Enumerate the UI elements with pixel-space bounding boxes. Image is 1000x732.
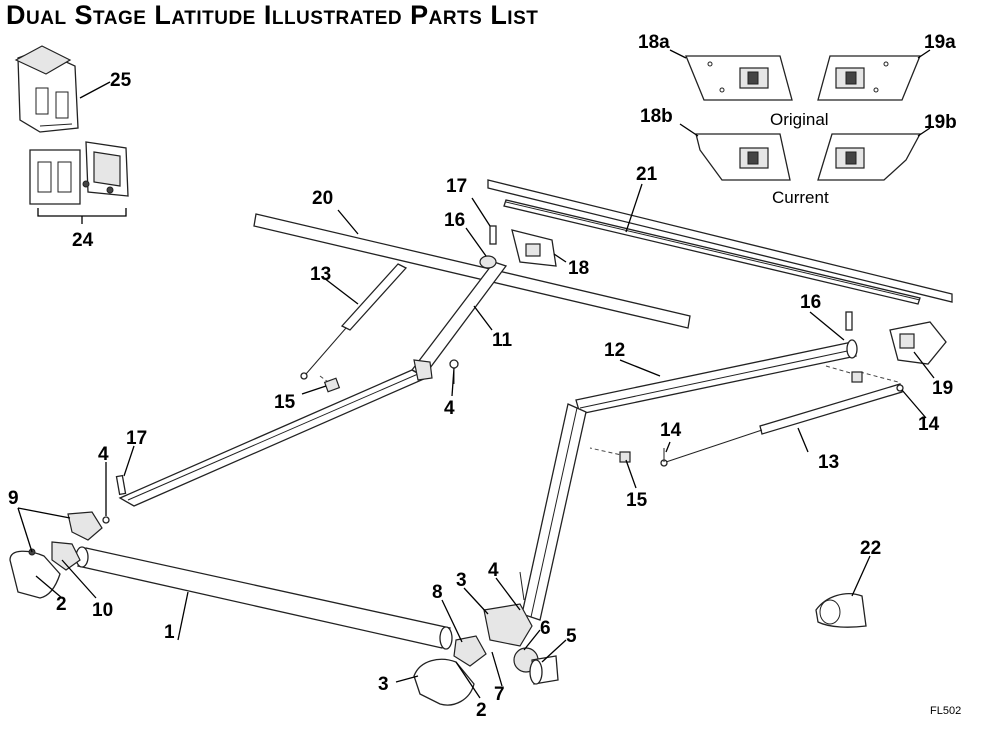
- leader-19a: [917, 49, 931, 59]
- switch-plate-24: [29, 141, 129, 224]
- switch-plate-cover-25: [14, 45, 79, 133]
- dash-line: [859, 371, 899, 383]
- callout-5: 5: [566, 626, 577, 647]
- bracket-19a-original: [817, 55, 921, 101]
- callout-2-bottom: 2: [476, 700, 487, 721]
- figure-code: FL502: [930, 705, 961, 717]
- callout-19b: 19b: [924, 112, 957, 133]
- callout-14-right: 14: [918, 414, 940, 435]
- callout-labels: 18a 19a 18b 19b 25 24 20 17 16 21 18 13 …: [8, 32, 957, 721]
- callout-4-upper: 4: [444, 398, 455, 419]
- bracket-19b-current: [817, 133, 922, 181]
- callout-16-top: 16: [444, 210, 465, 231]
- callout-24: 24: [72, 230, 94, 251]
- callout-21: 21: [636, 164, 658, 185]
- callout-13-right: 13: [818, 452, 839, 473]
- callout-15-right: 15: [626, 490, 648, 511]
- page-title: Dual Stage Latitude Illustrated Parts Li…: [6, 0, 539, 30]
- callout-2-left: 2: [56, 594, 67, 615]
- roller-tube-1: [75, 546, 453, 650]
- callout-16-right: 16: [800, 292, 821, 313]
- callout-19a: 19a: [924, 32, 956, 53]
- awning-rail-21: [487, 179, 953, 305]
- dash-line: [589, 447, 627, 457]
- callout-17-top: 17: [446, 176, 467, 197]
- bracket-18a-original: [685, 55, 793, 101]
- lower-arm-left: [118, 369, 428, 507]
- callout-25: 25: [110, 70, 132, 91]
- lower-arm-right: [521, 403, 587, 621]
- callout-7: 7: [494, 684, 505, 705]
- callout-3-bottom: 3: [378, 674, 389, 695]
- gas-strut-13-left: [300, 263, 408, 380]
- callout-11: 11: [492, 330, 513, 351]
- callout-18b: 18b: [640, 106, 673, 127]
- dash-line: [825, 365, 855, 375]
- bracket-18b-current: [695, 133, 791, 181]
- callout-6: 6: [540, 618, 551, 639]
- callout-3-top: 3: [456, 570, 467, 591]
- callout-9: 9: [8, 488, 19, 509]
- leader-lines: [17, 81, 935, 699]
- callout-1: 1: [164, 622, 175, 643]
- callout-17-left: 17: [126, 428, 147, 449]
- upper-arm-11: [411, 261, 508, 377]
- callout-20: 20: [312, 188, 333, 209]
- leader-18a: [669, 49, 687, 59]
- callout-13-left: 13: [310, 264, 331, 285]
- leader-18b: [679, 123, 699, 137]
- callout-4-left: 4: [98, 444, 109, 465]
- callout-22: 22: [860, 538, 881, 559]
- callout-8: 8: [432, 582, 443, 603]
- callout-14-mid: 14: [660, 420, 682, 441]
- hardware-parts: [9, 225, 947, 706]
- caption-current: Current: [772, 188, 829, 207]
- caption-original: Original: [770, 110, 829, 129]
- callout-4-right: 4: [488, 560, 499, 581]
- leader-19b: [917, 127, 931, 137]
- callout-12: 12: [604, 340, 625, 361]
- callout-19: 19: [932, 378, 953, 399]
- rafter-arm-20: [253, 213, 691, 329]
- gas-strut-13-right: [660, 383, 903, 467]
- callout-10: 10: [92, 600, 113, 621]
- callout-18a: 18a: [638, 32, 670, 53]
- callout-15-left: 15: [274, 392, 296, 413]
- callout-18: 18: [568, 258, 589, 279]
